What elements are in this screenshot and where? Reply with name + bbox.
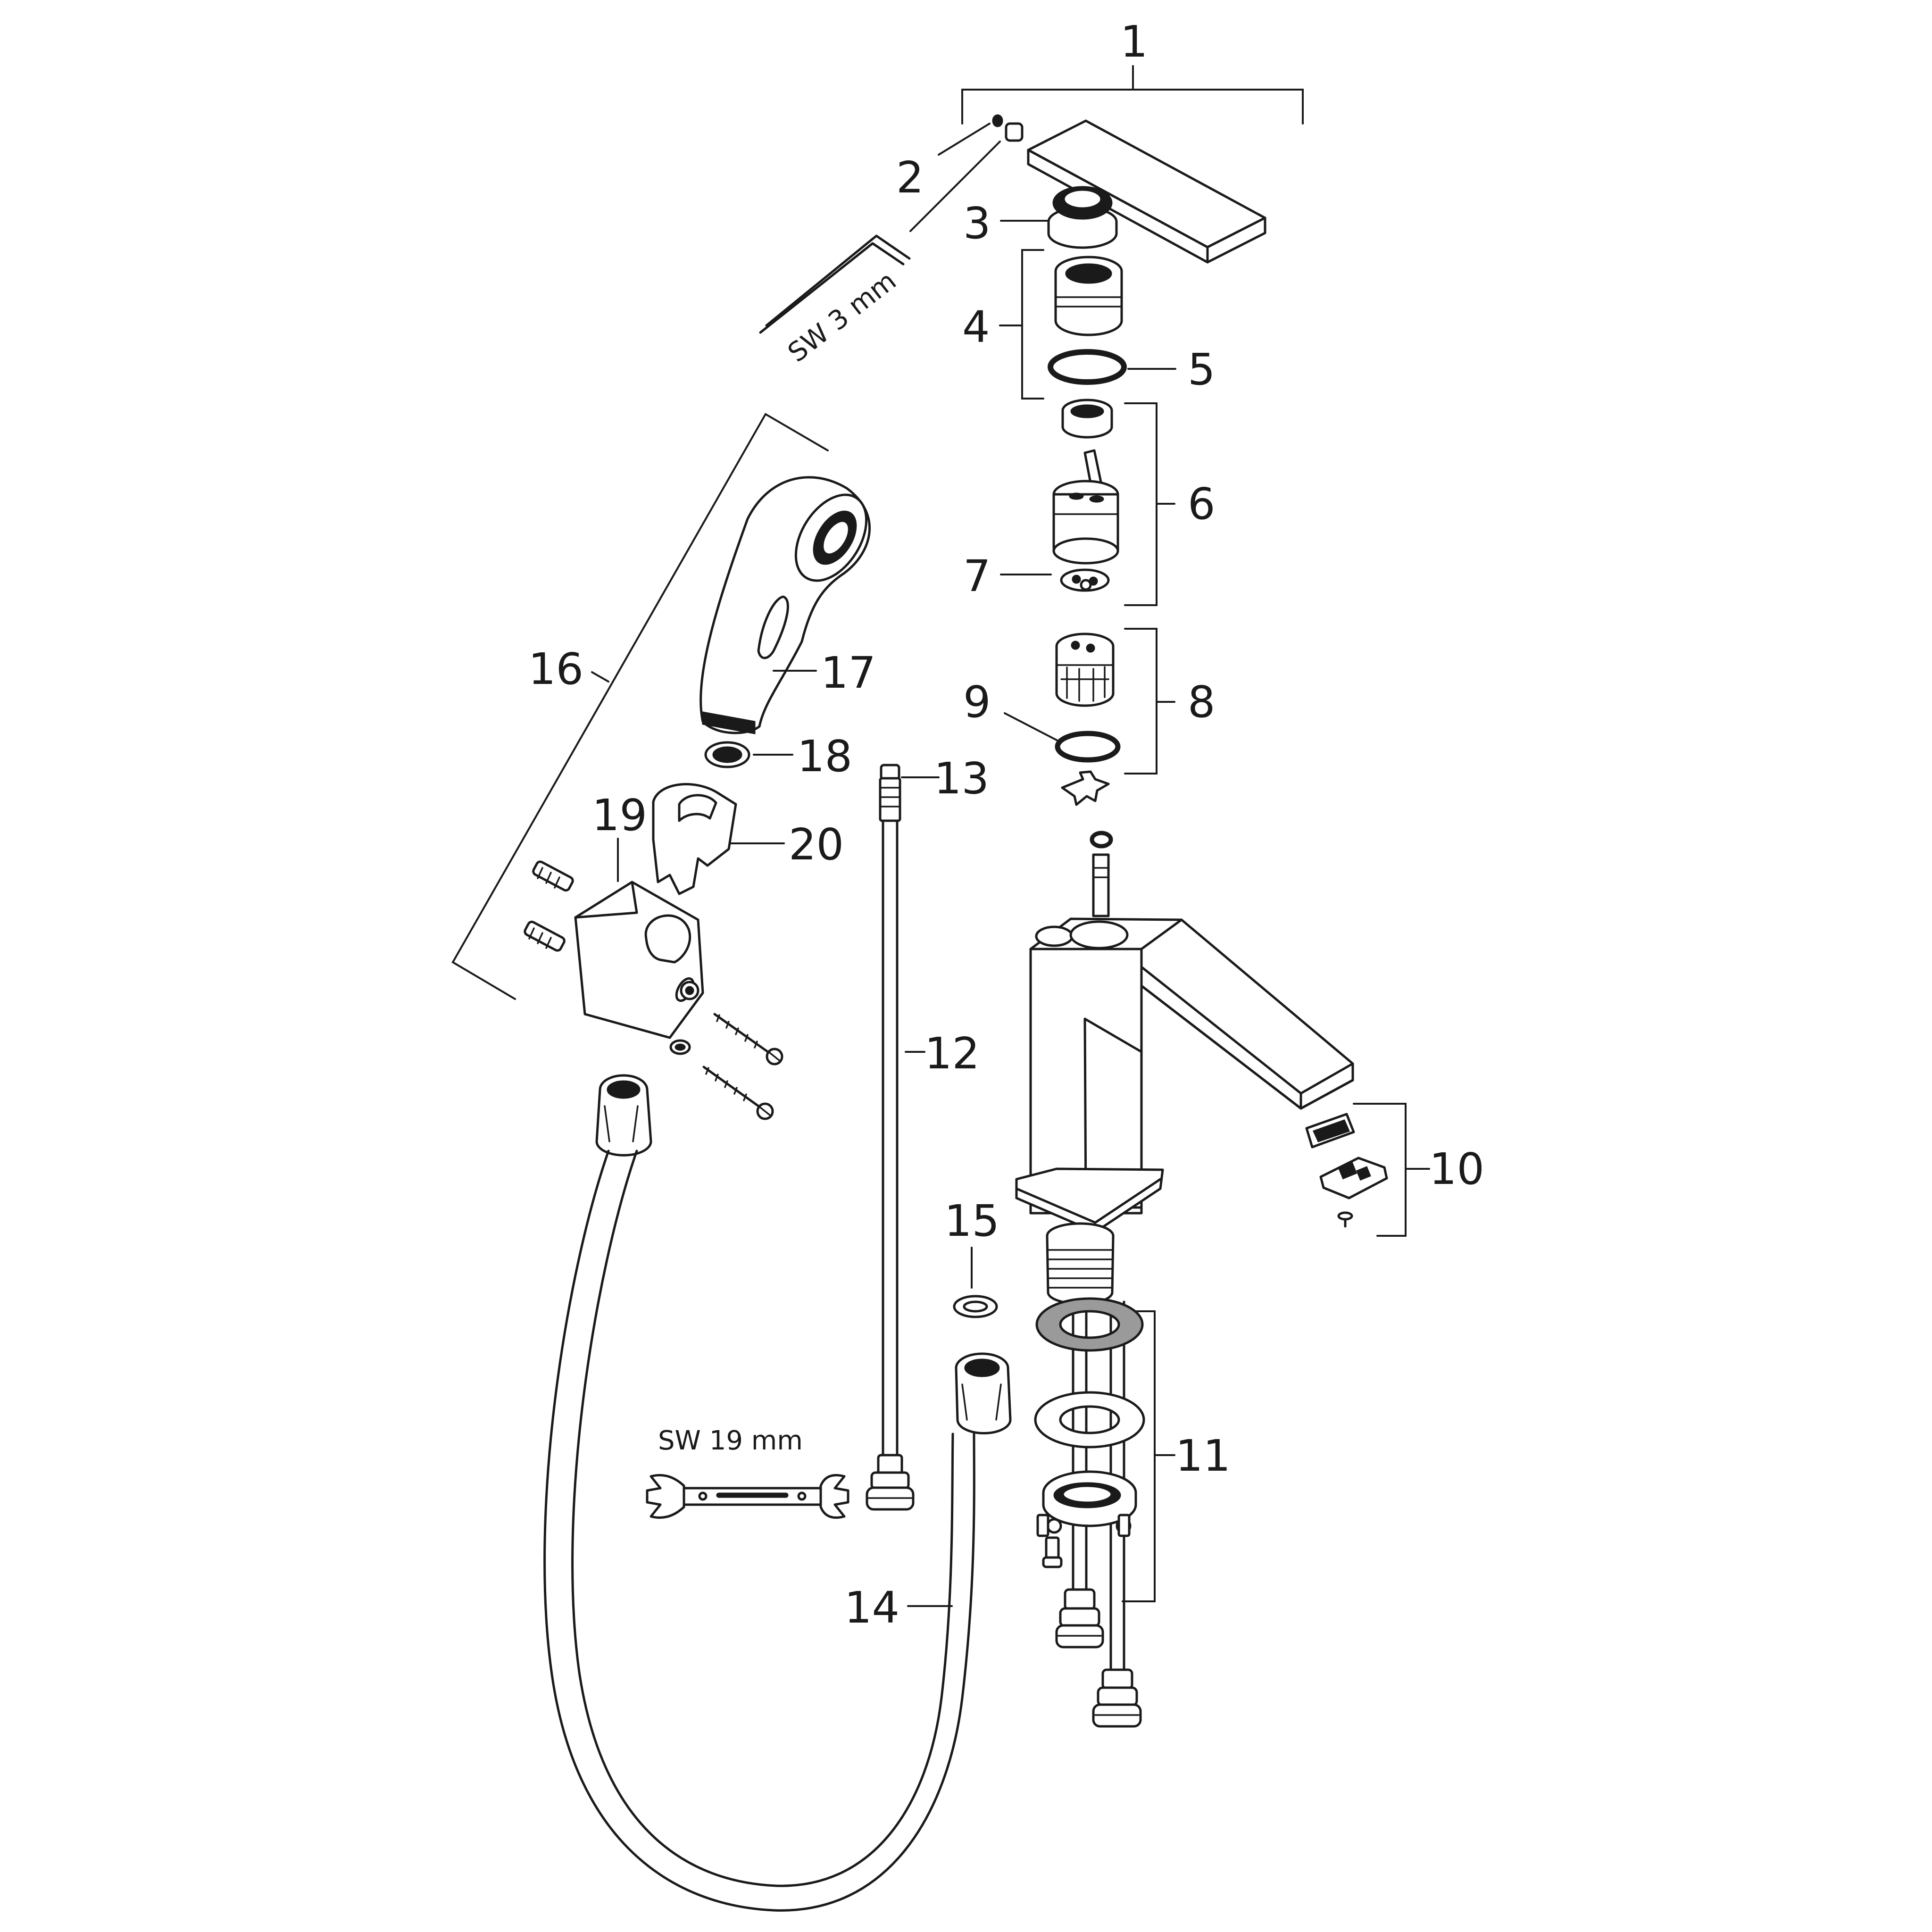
part-9-o-ring: 9 [963, 677, 1121, 763]
lever-handle [1027, 119, 1266, 264]
callout-8: 8 [1188, 677, 1216, 727]
part-7-seals: 7 [963, 551, 1110, 601]
callout-11: 11 [1175, 1431, 1231, 1481]
part-18-seal: 18 [704, 731, 852, 782]
callout-18: 18 [797, 731, 852, 782]
part-3-adapter: 3 [963, 186, 1118, 249]
part-20-holder-insert: 20 [652, 783, 844, 895]
part-15-washer: 15 [944, 1196, 999, 1318]
callout-1: 1 [1120, 17, 1148, 67]
part-2-grub-screw: 2 [896, 114, 1024, 203]
part-8-diverter: 8 [1055, 628, 1216, 806]
callout-19: 19 [592, 790, 647, 841]
callout-9: 9 [963, 677, 991, 727]
part-16-shower-set: 16 [451, 413, 829, 1000]
callout-12: 12 [924, 1028, 980, 1079]
wall-screw-upper [713, 1013, 783, 1066]
callout-4: 4 [962, 302, 990, 352]
wrench-tool: SW 19 mm [646, 1425, 849, 1519]
callout-17: 17 [821, 648, 876, 698]
callout-13: 13 [934, 753, 989, 804]
part-4-bonnet-nut: 4 [962, 249, 1123, 400]
part-1-group: 1 [961, 17, 1304, 264]
part-10-aerator: 10 [1305, 1103, 1484, 1237]
callout-10: 10 [1429, 1144, 1484, 1194]
callout-7: 7 [963, 551, 991, 601]
wall-dowel-lower [524, 920, 566, 952]
mounting-thread [1046, 1222, 1125, 1676]
callout-3: 3 [963, 198, 991, 249]
wrench-label: SW 19 mm [658, 1425, 803, 1456]
wall-screw-lower [702, 1066, 774, 1120]
part-14-shower-hose: 14 [543, 1074, 1012, 1912]
faucet-body [1015, 831, 1354, 1233]
wall-dowel-upper [532, 860, 574, 892]
callout-6: 6 [1188, 479, 1216, 529]
part-19-wall-holder: 19 [524, 790, 783, 1120]
part-6-cartridge: 6 [1052, 399, 1216, 606]
callout-20: 20 [789, 819, 844, 870]
part-5-o-ring: 5 [1048, 344, 1216, 395]
callout-14: 14 [844, 1582, 899, 1633]
callout-16: 16 [528, 644, 583, 694]
part-12-connecting-hose: 13 12 [866, 753, 989, 1511]
part-11-fixing-set: 11 [1034, 1297, 1231, 1728]
callout-2: 2 [896, 152, 924, 203]
hex-key-label: SW 3 mm [783, 266, 902, 368]
callout-5: 5 [1188, 344, 1216, 395]
part-17-hand-shower: 17 [700, 476, 876, 734]
callout-15: 15 [944, 1196, 999, 1246]
